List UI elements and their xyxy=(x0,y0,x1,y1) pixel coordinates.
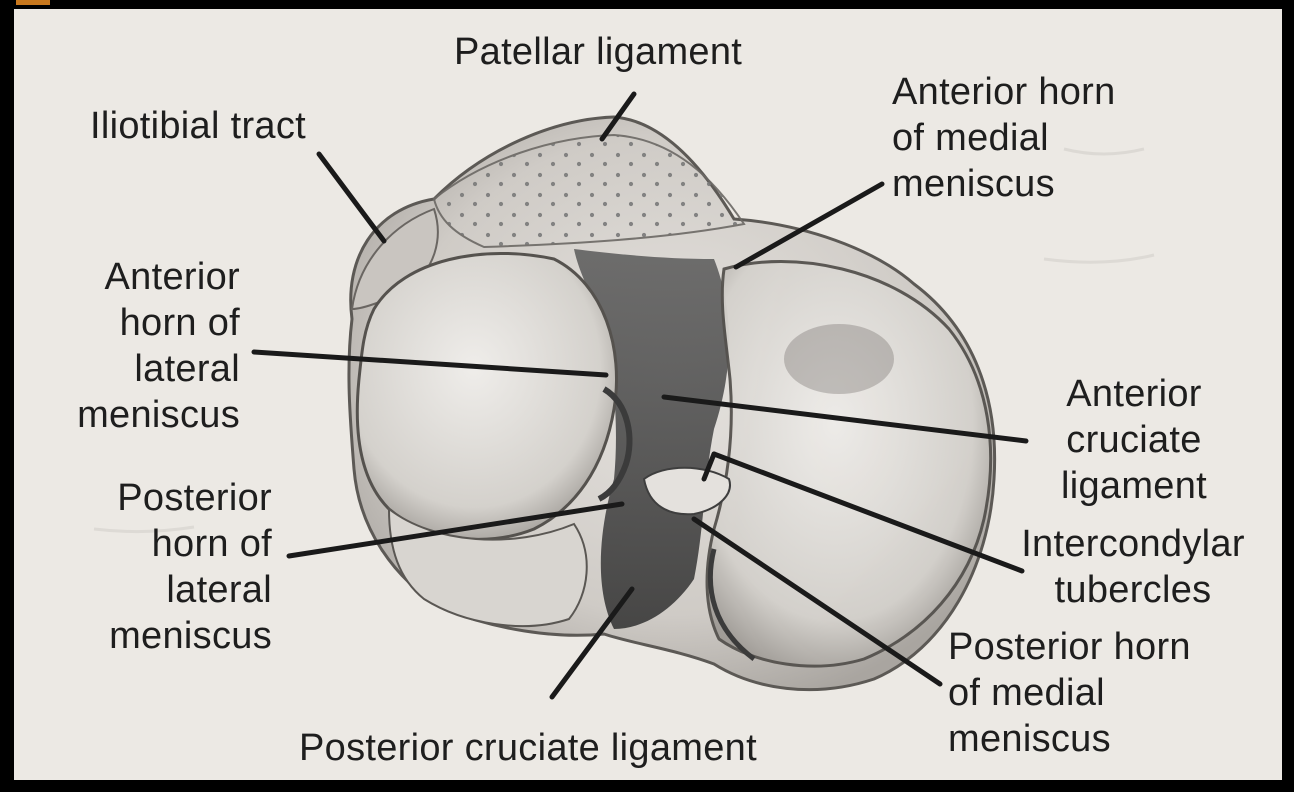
label-posterior-cruciate-ligament: Posterior cruciate ligament xyxy=(299,725,757,771)
label-posterior-horn-lateral-meniscus: Posterior horn of lateral meniscus xyxy=(54,475,272,659)
medial-condyle-shading xyxy=(784,324,894,394)
top-accent-bar xyxy=(16,0,50,5)
label-posterior-horn-medial-meniscus: Posterior horn of medial meniscus xyxy=(948,624,1191,762)
label-anterior-horn-lateral-meniscus: Anterior horn of lateral meniscus xyxy=(44,254,240,438)
label-anterior-horn-medial-meniscus: Anterior horn of medial meniscus xyxy=(892,69,1116,207)
anterior-rim xyxy=(434,135,744,247)
label-patellar-ligament: Patellar ligament xyxy=(454,29,742,75)
leader-iliotibial-tract xyxy=(319,154,384,241)
figure-frame: Patellar ligament Iliotibial tract Anter… xyxy=(14,9,1282,780)
label-anterior-cruciate-ligament: Anterior cruciate ligament xyxy=(1036,371,1232,509)
label-iliotibial-tract: Iliotibial tract xyxy=(90,103,306,149)
label-intercondylar-tubercles: Intercondylar tubercles xyxy=(998,521,1268,613)
